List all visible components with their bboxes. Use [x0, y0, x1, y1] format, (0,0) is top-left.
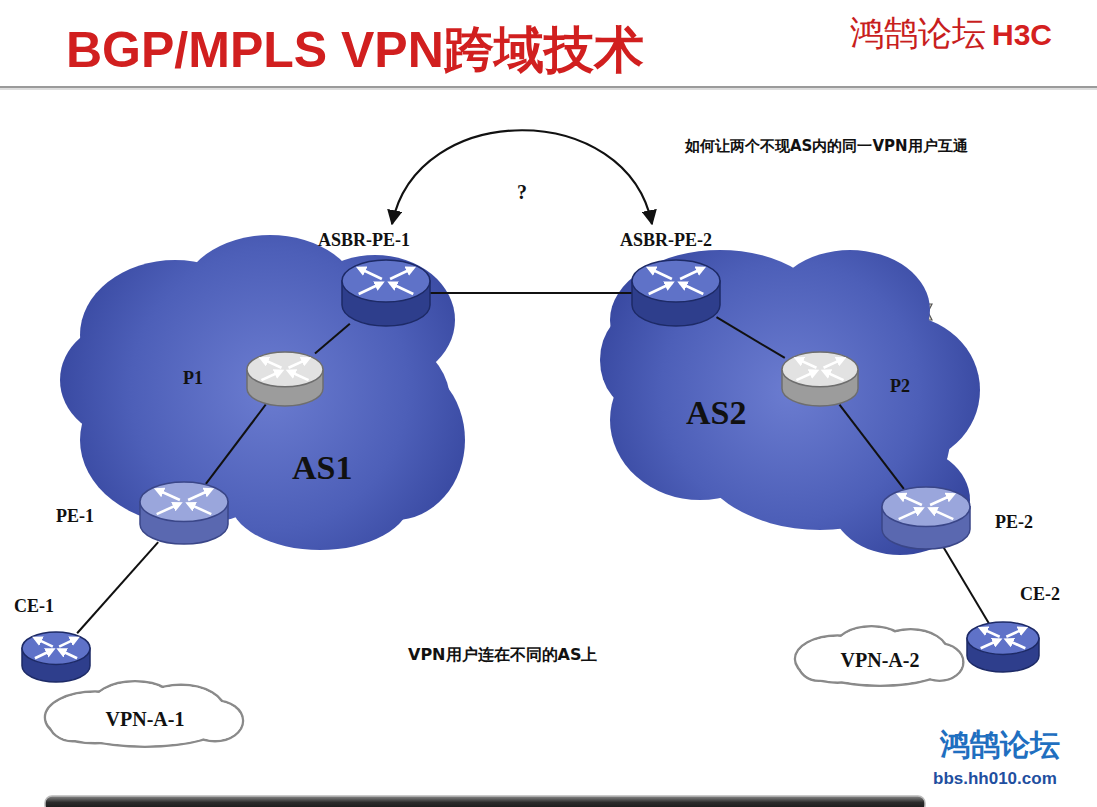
title-rule-shadow [0, 88, 1097, 90]
as-label: AS2 [686, 393, 746, 432]
router-label: ASBR-PE-1 [318, 230, 410, 251]
router-icon [780, 350, 860, 408]
router-label: PE-2 [995, 512, 1033, 533]
router-icon [340, 258, 432, 328]
router-node: CE-2 [965, 620, 1041, 674]
router-icon [880, 485, 972, 551]
vpn-cloud: VPN-A-1 [45, 680, 245, 748]
logo-brand: H3C [992, 18, 1052, 53]
title: BGP/MPLS VPN跨域技术 [66, 22, 644, 80]
router-label: CE-1 [14, 596, 54, 617]
router-label: P2 [890, 376, 910, 397]
watermark-url: bbs.hh010.com [933, 769, 1057, 789]
question-note: 如何让两个不现AS内的同一VPN用户互通 [685, 138, 968, 155]
router-icon [138, 480, 230, 546]
vpn-label: VPN-A-1 [106, 708, 185, 731]
link-line [943, 547, 988, 623]
curved-arrow [392, 130, 652, 224]
router-icon [630, 258, 722, 328]
vpn-cloud: VPN-A-2 [795, 625, 965, 687]
router-label: PE-1 [56, 506, 94, 527]
router-node: P2 [780, 350, 860, 408]
bottom-bar [45, 796, 925, 807]
as-cloud: AS2 ASBR-PE-2P2PE-2 [595, 255, 985, 570]
logo-text: 鸿鹄论坛 [850, 14, 986, 53]
as-cloud: AS1 ASBR-PE-1P1PE-1 [40, 225, 460, 565]
watermark-text: 鸿鹄论坛 [940, 728, 1060, 763]
router-icon [20, 630, 92, 684]
as-label: AS1 [292, 448, 352, 487]
router-node: ASBR-PE-1 [340, 258, 432, 328]
link-line [77, 542, 158, 633]
link-line [426, 292, 635, 294]
router-node: CE-1 [20, 630, 92, 684]
router-label: CE-2 [1020, 584, 1060, 605]
router-label: P1 [183, 368, 203, 389]
router-label: ASBR-PE-2 [620, 230, 712, 251]
vpn-label: VPN-A-2 [841, 649, 920, 672]
router-node: PE-2 [880, 485, 972, 551]
edge-label: ? [514, 181, 530, 204]
router-icon [245, 350, 325, 408]
title-rule [0, 86, 1097, 88]
router-node: PE-1 [138, 480, 230, 546]
router-icon [965, 620, 1041, 674]
router-node: P1 [245, 350, 325, 408]
note-text: VPN用户连在不同的AS上 [408, 646, 597, 664]
router-node: ASBR-PE-2 [630, 258, 722, 328]
